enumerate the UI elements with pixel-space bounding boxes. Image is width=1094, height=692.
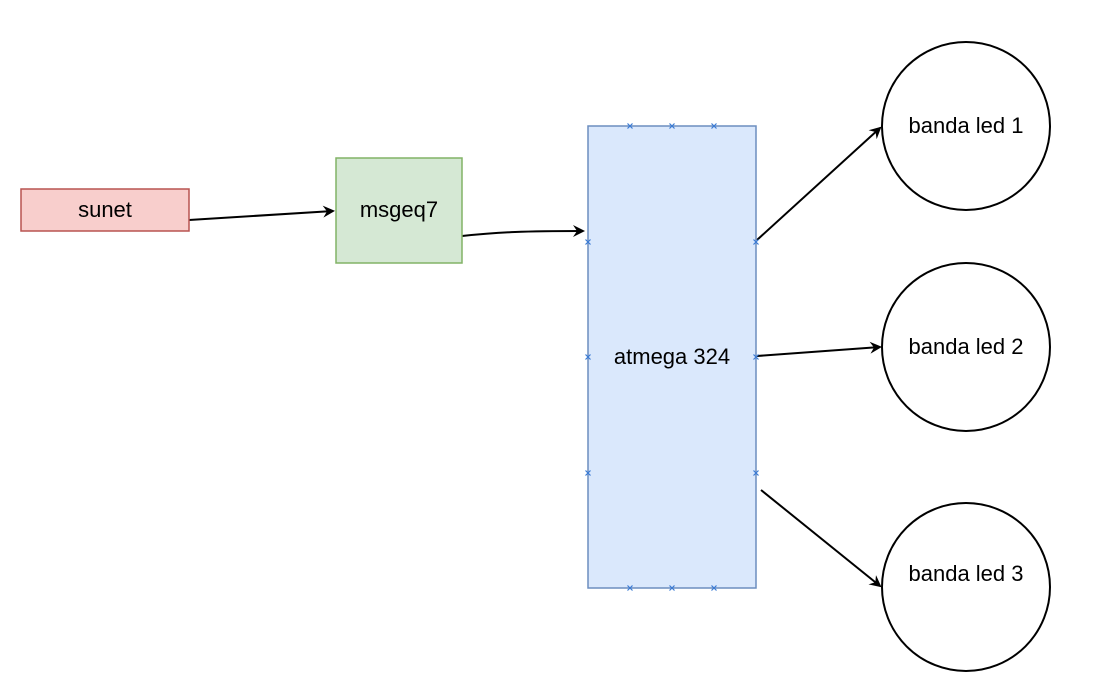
- port-marker: [711, 585, 717, 591]
- node-atmega-label: atmega 324: [614, 344, 730, 369]
- edge-sunet-to-msgeq7[interactable]: [188, 205, 335, 221]
- node-msgeq7-label: msgeq7: [360, 197, 438, 222]
- edge-atmega-to-led3[interactable]: [760, 489, 882, 588]
- port-marker: [585, 470, 591, 476]
- edge-atmega-to-led1[interactable]: [756, 126, 882, 241]
- port-marker: [585, 354, 591, 360]
- node-led2-label: banda led 2: [909, 334, 1024, 359]
- node-led1[interactable]: banda led 1: [881, 41, 1051, 211]
- edge-msgeq7-to-atmega[interactable]: [461, 225, 585, 238]
- node-led1-label: banda led 1: [909, 113, 1024, 138]
- port-marker: [627, 585, 633, 591]
- node-atmega-port-markers: [585, 123, 759, 591]
- node-led1-shape: [881, 41, 1051, 211]
- port-marker: [585, 239, 591, 245]
- node-led3[interactable]: banda led 3: [881, 502, 1051, 672]
- edges: [188, 126, 882, 588]
- node-sunet[interactable]: sunet: [20, 188, 190, 232]
- port-marker: [669, 123, 675, 129]
- port-marker: [753, 239, 759, 245]
- node-msgeq7[interactable]: msgeq7: [335, 157, 463, 264]
- edge-atmega-to-led2[interactable]: [756, 341, 882, 357]
- node-sunet-label: sunet: [78, 197, 132, 222]
- node-led3-shape: [881, 502, 1051, 672]
- node-led3-label: banda led 3: [909, 561, 1024, 586]
- node-sunet-shape: [20, 188, 190, 232]
- node-msgeq7-shape: [335, 157, 463, 264]
- port-marker: [711, 123, 717, 129]
- port-marker: [627, 123, 633, 129]
- node-led2-shape: [881, 262, 1051, 432]
- port-marker: [753, 470, 759, 476]
- port-marker: [669, 585, 675, 591]
- node-led2[interactable]: banda led 2: [881, 262, 1051, 432]
- port-marker: [753, 354, 759, 360]
- node-atmega[interactable]: atmega 324: [585, 123, 759, 591]
